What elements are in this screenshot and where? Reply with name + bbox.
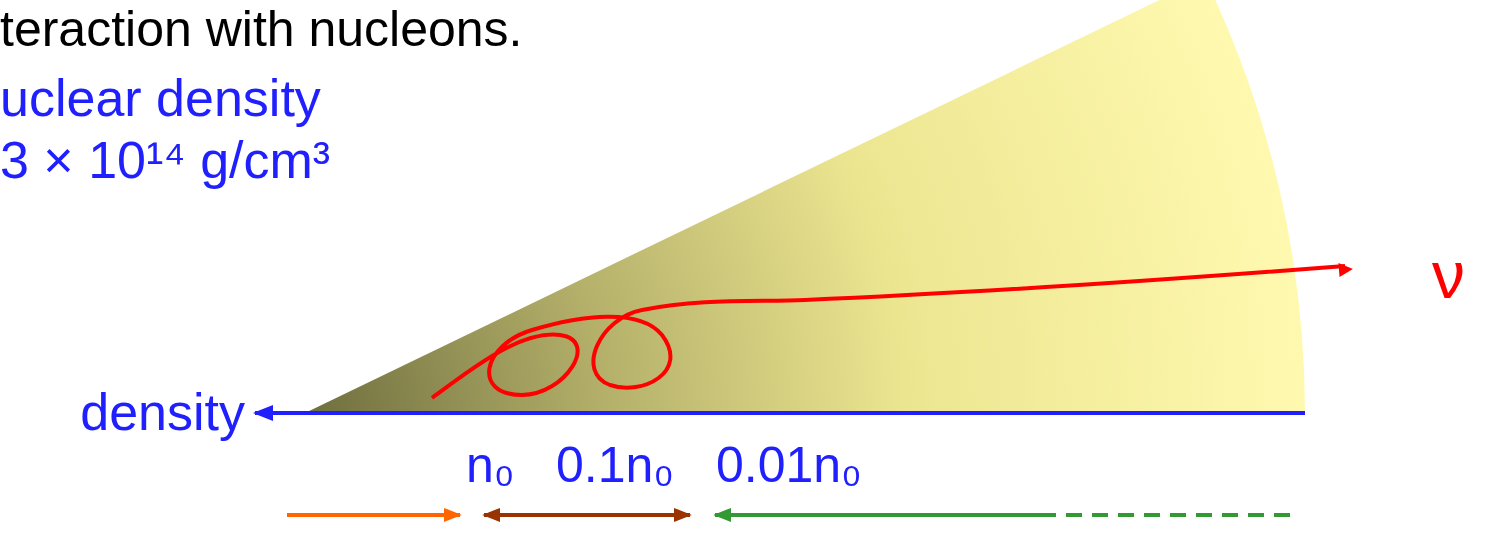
slide-text: teraction with nucleons. (0, 4, 523, 54)
density-note: uclear density (0, 72, 321, 124)
density-value: 3 × 10¹⁴ g/cm³ (0, 134, 330, 186)
density-mark: 0.1n₀ (556, 440, 674, 490)
neutrino-path (432, 266, 1345, 398)
density-axis (255, 411, 1305, 415)
density-mark: 0.01n₀ (716, 440, 862, 490)
region-arrow (287, 513, 460, 517)
region-arrow (484, 513, 690, 517)
region-arrow (715, 513, 1040, 517)
axis-label: density (80, 386, 245, 438)
neutrino-symbol: ν (1432, 242, 1465, 308)
density-mark: n₀ (466, 440, 515, 490)
region-arrow-dashed (1040, 513, 1292, 517)
star-wedge (305, 0, 1305, 413)
